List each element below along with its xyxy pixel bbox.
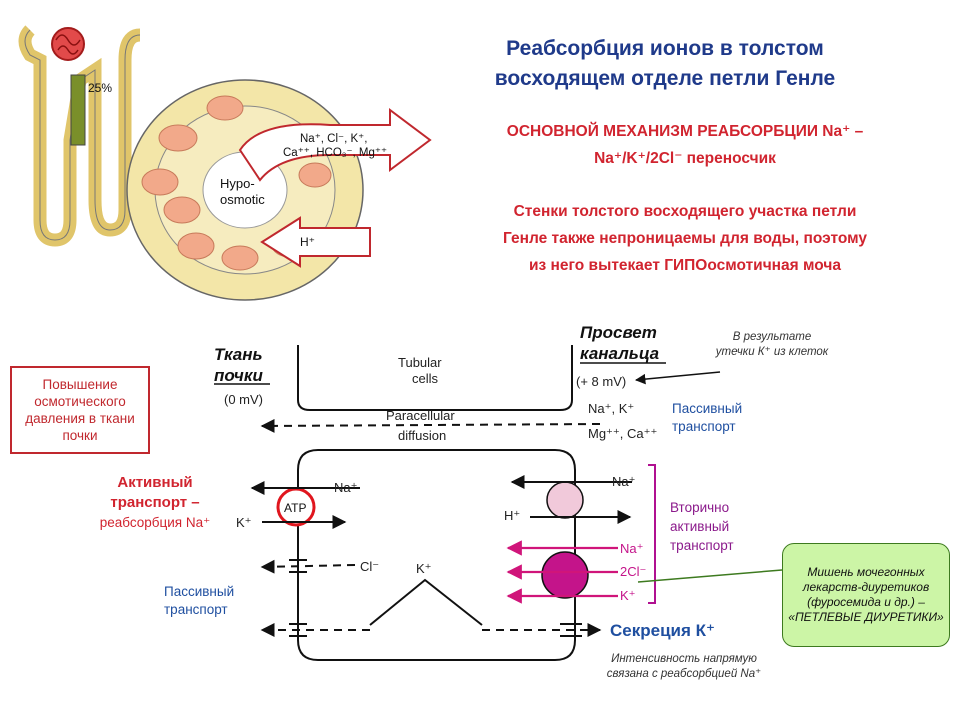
active-transport-label: Активный транспорт – реабсорбция Na⁺ <box>80 473 230 533</box>
lumen-heading: Просвет канальца <box>580 322 680 364</box>
percent-label: 25% <box>88 81 112 95</box>
nkcc-na-label: Na⁺ <box>620 541 643 556</box>
na-left-label: Na⁺ <box>334 480 357 495</box>
ions-out-line1: Na⁺, Cl⁻, K⁺, <box>300 133 367 145</box>
passive-transport-right: Пассивный транспорт <box>672 400 782 436</box>
k-secretion-label: Секреция К⁺ <box>610 621 715 640</box>
mechanism-line2: Na⁺/K⁺/2Cl⁻ переносчик <box>594 150 776 167</box>
tissue-heading-line1: Ткань <box>214 345 263 364</box>
tubular-cell-outline <box>297 345 573 411</box>
k-left-label: K⁺ <box>236 515 252 530</box>
thick-ascending-segment <box>70 74 86 146</box>
passive-right-line1: Пассивный <box>672 401 743 416</box>
ions-passive-line2: Mg⁺⁺, Ca⁺⁺ <box>588 426 657 441</box>
nkcc-cl-label: 2Cl⁻ <box>620 564 646 579</box>
diuretic-callout-line <box>637 569 783 583</box>
tissue-mv: (0 mV) <box>224 392 263 407</box>
active-line1: Активный <box>117 474 193 491</box>
tissue-heading-line2: почки <box>214 366 263 385</box>
secondary-bracket <box>648 464 656 604</box>
secondary-line2: активный <box>670 519 730 534</box>
lumen-heading-line1: Просвет <box>580 323 657 342</box>
intensity-line1: Интенсивность напрямую <box>611 653 757 665</box>
h-plus-label: H⁺ <box>300 235 315 249</box>
cell-body <box>297 449 576 661</box>
diuretic-target-box: Мишень мочегонных лекарств-диуретиков (ф… <box>782 543 950 647</box>
h-secretion-arrow <box>260 216 371 268</box>
walls-line3: из него вытекает ГИПОосмотичная моча <box>529 257 841 274</box>
active-line2: транспорт – <box>110 494 200 511</box>
hypo-label1: Hypo- <box>220 176 255 191</box>
secondary-line3: транспорт <box>670 538 734 553</box>
mechanism-line1: ОСНОВНОЙ МЕХАНИЗМ РЕАБСОРБЦИИ Na⁺ – <box>506 123 864 140</box>
cl-out-arrow <box>260 559 356 574</box>
reabsorption-arrow <box>238 108 432 182</box>
page-title: Реабсорбция ионов в толстом восходящем о… <box>440 34 890 94</box>
result-callout-arrow <box>634 371 721 385</box>
passive-left-line1: Пассивный <box>164 584 235 599</box>
ions-out-line2: Ca⁺⁺, HCO₃⁻, Mg⁺⁺ <box>283 147 387 159</box>
k-mid-label: K⁺ <box>416 561 432 576</box>
lumen-mv: (+ 8 mV) <box>576 374 626 389</box>
na-h-exchanger <box>546 481 584 519</box>
atp-label: ATP <box>284 501 306 515</box>
passive-transport-left: Пассивный транспорт <box>164 583 274 619</box>
intensity-note: Интенсивность напрямую связана с реабсор… <box>594 652 774 682</box>
paracellular-arrow <box>260 418 601 433</box>
h-right-label: H⁺ <box>504 508 520 523</box>
title-line2: восходящем отделе петли Генле <box>494 67 836 90</box>
result-note: В результате утечки К⁺ из клеток <box>715 331 829 358</box>
na-right-label: Na⁺ <box>612 474 635 489</box>
ions-passive-line1: Na⁺, K⁺ <box>588 401 634 416</box>
cell-nuclei <box>141 95 332 271</box>
secondary-active-label: Вторично активный транспорт <box>670 498 780 555</box>
k-cycle-path <box>369 578 483 626</box>
intensity-line2: связана с реабсорбцией Na⁺ <box>606 668 762 680</box>
passive-left-line2: транспорт <box>164 602 228 617</box>
hypo-label2: osmotic <box>220 192 265 207</box>
nkcc2-cotransporter <box>541 551 589 599</box>
osmotic-pressure-box: Повышение осмотического давления в ткани… <box>10 366 150 454</box>
tubular-label1: Tubular <box>398 355 442 370</box>
title-line1: Реабсорбция ионов в толстом <box>506 37 824 60</box>
paracellular-label1: Paracellular <box>386 408 455 423</box>
paracellular-label2: diffusion <box>398 428 446 443</box>
tissue-heading: Ткань почки <box>214 344 274 386</box>
walls-text: Стенки толстого восходящего участка петл… <box>445 198 925 279</box>
cl-left-label: Cl⁻ <box>360 559 379 574</box>
tubular-label2: cells <box>412 371 439 386</box>
secondary-line1: Вторично <box>670 500 730 515</box>
walls-line1: Стенки толстого восходящего участка петл… <box>513 203 857 220</box>
nephron-illustration: 25% Na⁺, Cl⁻, K⁺, Ca⁺⁺, HCO₃⁻, Mg⁺⁺ Hypo… <box>18 25 432 301</box>
lumen-heading-line2: канальца <box>580 344 660 363</box>
active-line3: реабсорбция Na⁺ <box>99 515 211 530</box>
passive-right-line2: транспорт <box>672 419 736 434</box>
mechanism-text: ОСНОВНОЙ МЕХАНИЗМ РЕАБСОРБЦИИ Na⁺ – Na⁺/… <box>450 118 920 172</box>
walls-line2: Генле также непроницаемы для воды, поэто… <box>503 230 867 247</box>
nkcc-k-label: K⁺ <box>620 588 636 603</box>
